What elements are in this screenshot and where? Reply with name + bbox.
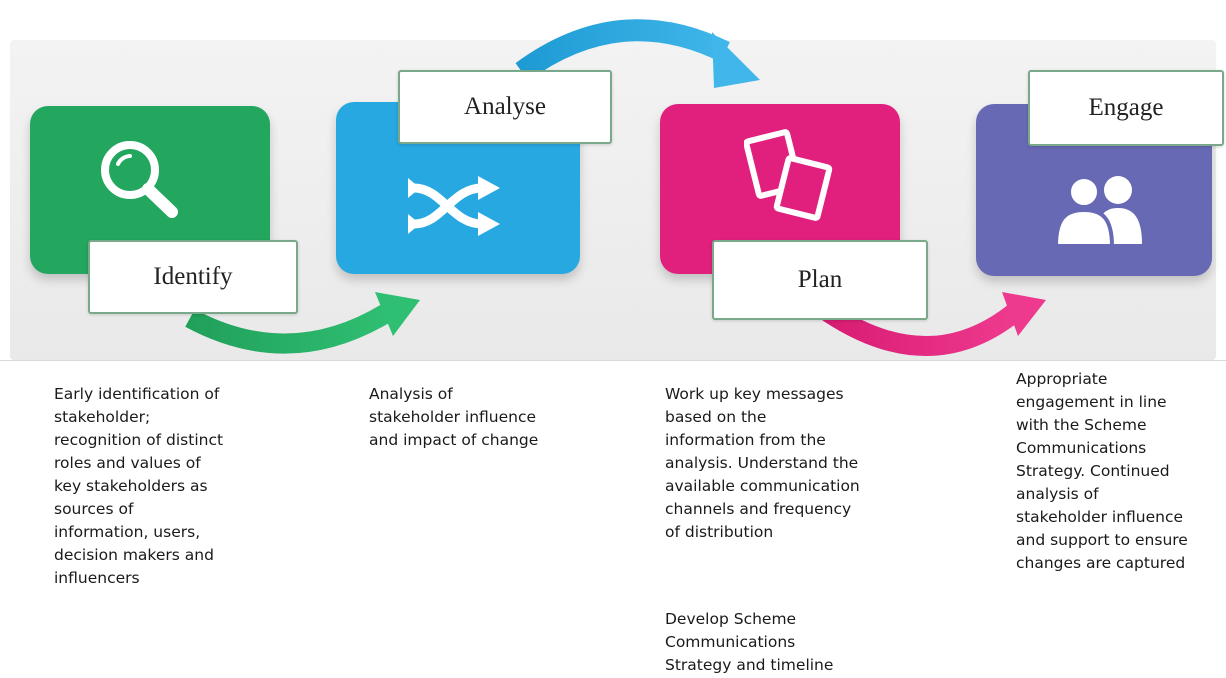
plan-description: Work up key messages based on the inform… [665, 385, 860, 541]
arrow-head-pink [1002, 292, 1046, 336]
arrow-plan-to-engage [822, 303, 1022, 356]
users-icon [1053, 175, 1142, 248]
arrow-identify-to-analyse [185, 303, 394, 354]
identify-label: Identify [88, 240, 298, 314]
arrow-head-green [375, 292, 420, 336]
flow-arrows [185, 19, 1046, 356]
identify-description: Early identification of stakeholder; rec… [54, 385, 224, 587]
section-divider [0, 360, 1226, 361]
magnifier-icon [101, 141, 178, 218]
engage-description: Appropriate engagement in line with the … [1016, 370, 1188, 572]
plan-description-extra: Develop Scheme Communications Strategy a… [665, 610, 834, 674]
arrow-analyse-to-plan [515, 19, 730, 81]
plan-label: Plan [712, 240, 928, 320]
analyse-label: Analyse [398, 70, 612, 144]
shuffle-arrows-icon [408, 176, 500, 236]
arrow-head-blue [712, 32, 760, 88]
documents-icon [744, 129, 833, 221]
engage-label: Engage [1028, 70, 1224, 146]
analyse-description: Analysis of stakeholder influence and im… [369, 385, 539, 449]
analyse-card [336, 102, 580, 274]
